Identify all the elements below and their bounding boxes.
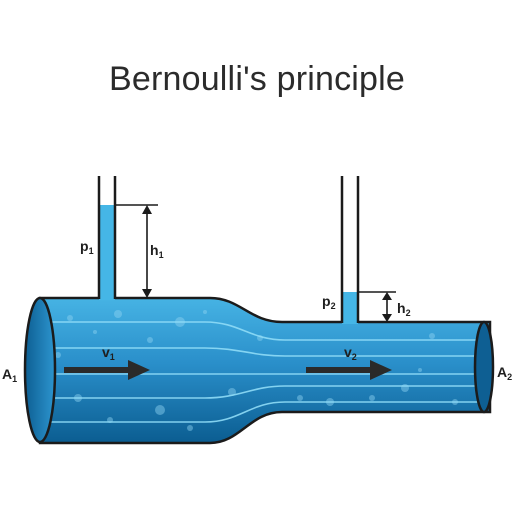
label-a1: A1 [2,366,17,384]
label-h2: h2 [397,300,411,318]
pipe-end-left [23,296,57,444]
tube-left [97,176,117,300]
label-v2: v2 [344,344,357,362]
h2-dimension [358,291,396,322]
h1-dimension [115,204,158,298]
pipe-end-right [473,320,495,414]
label-p2: p2 [322,293,336,311]
streamlines [40,321,482,423]
label-a2: A2 [497,364,512,382]
v2-arrow [306,360,392,380]
diagram-title: Bernoulli's principle [108,60,406,98]
v1-arrow [64,360,150,380]
label-h1: h1 [150,242,164,260]
tube-right [340,176,360,324]
pipe-body [38,296,492,445]
label-v1: v1 [102,344,115,362]
label-p1: p1 [80,238,94,256]
